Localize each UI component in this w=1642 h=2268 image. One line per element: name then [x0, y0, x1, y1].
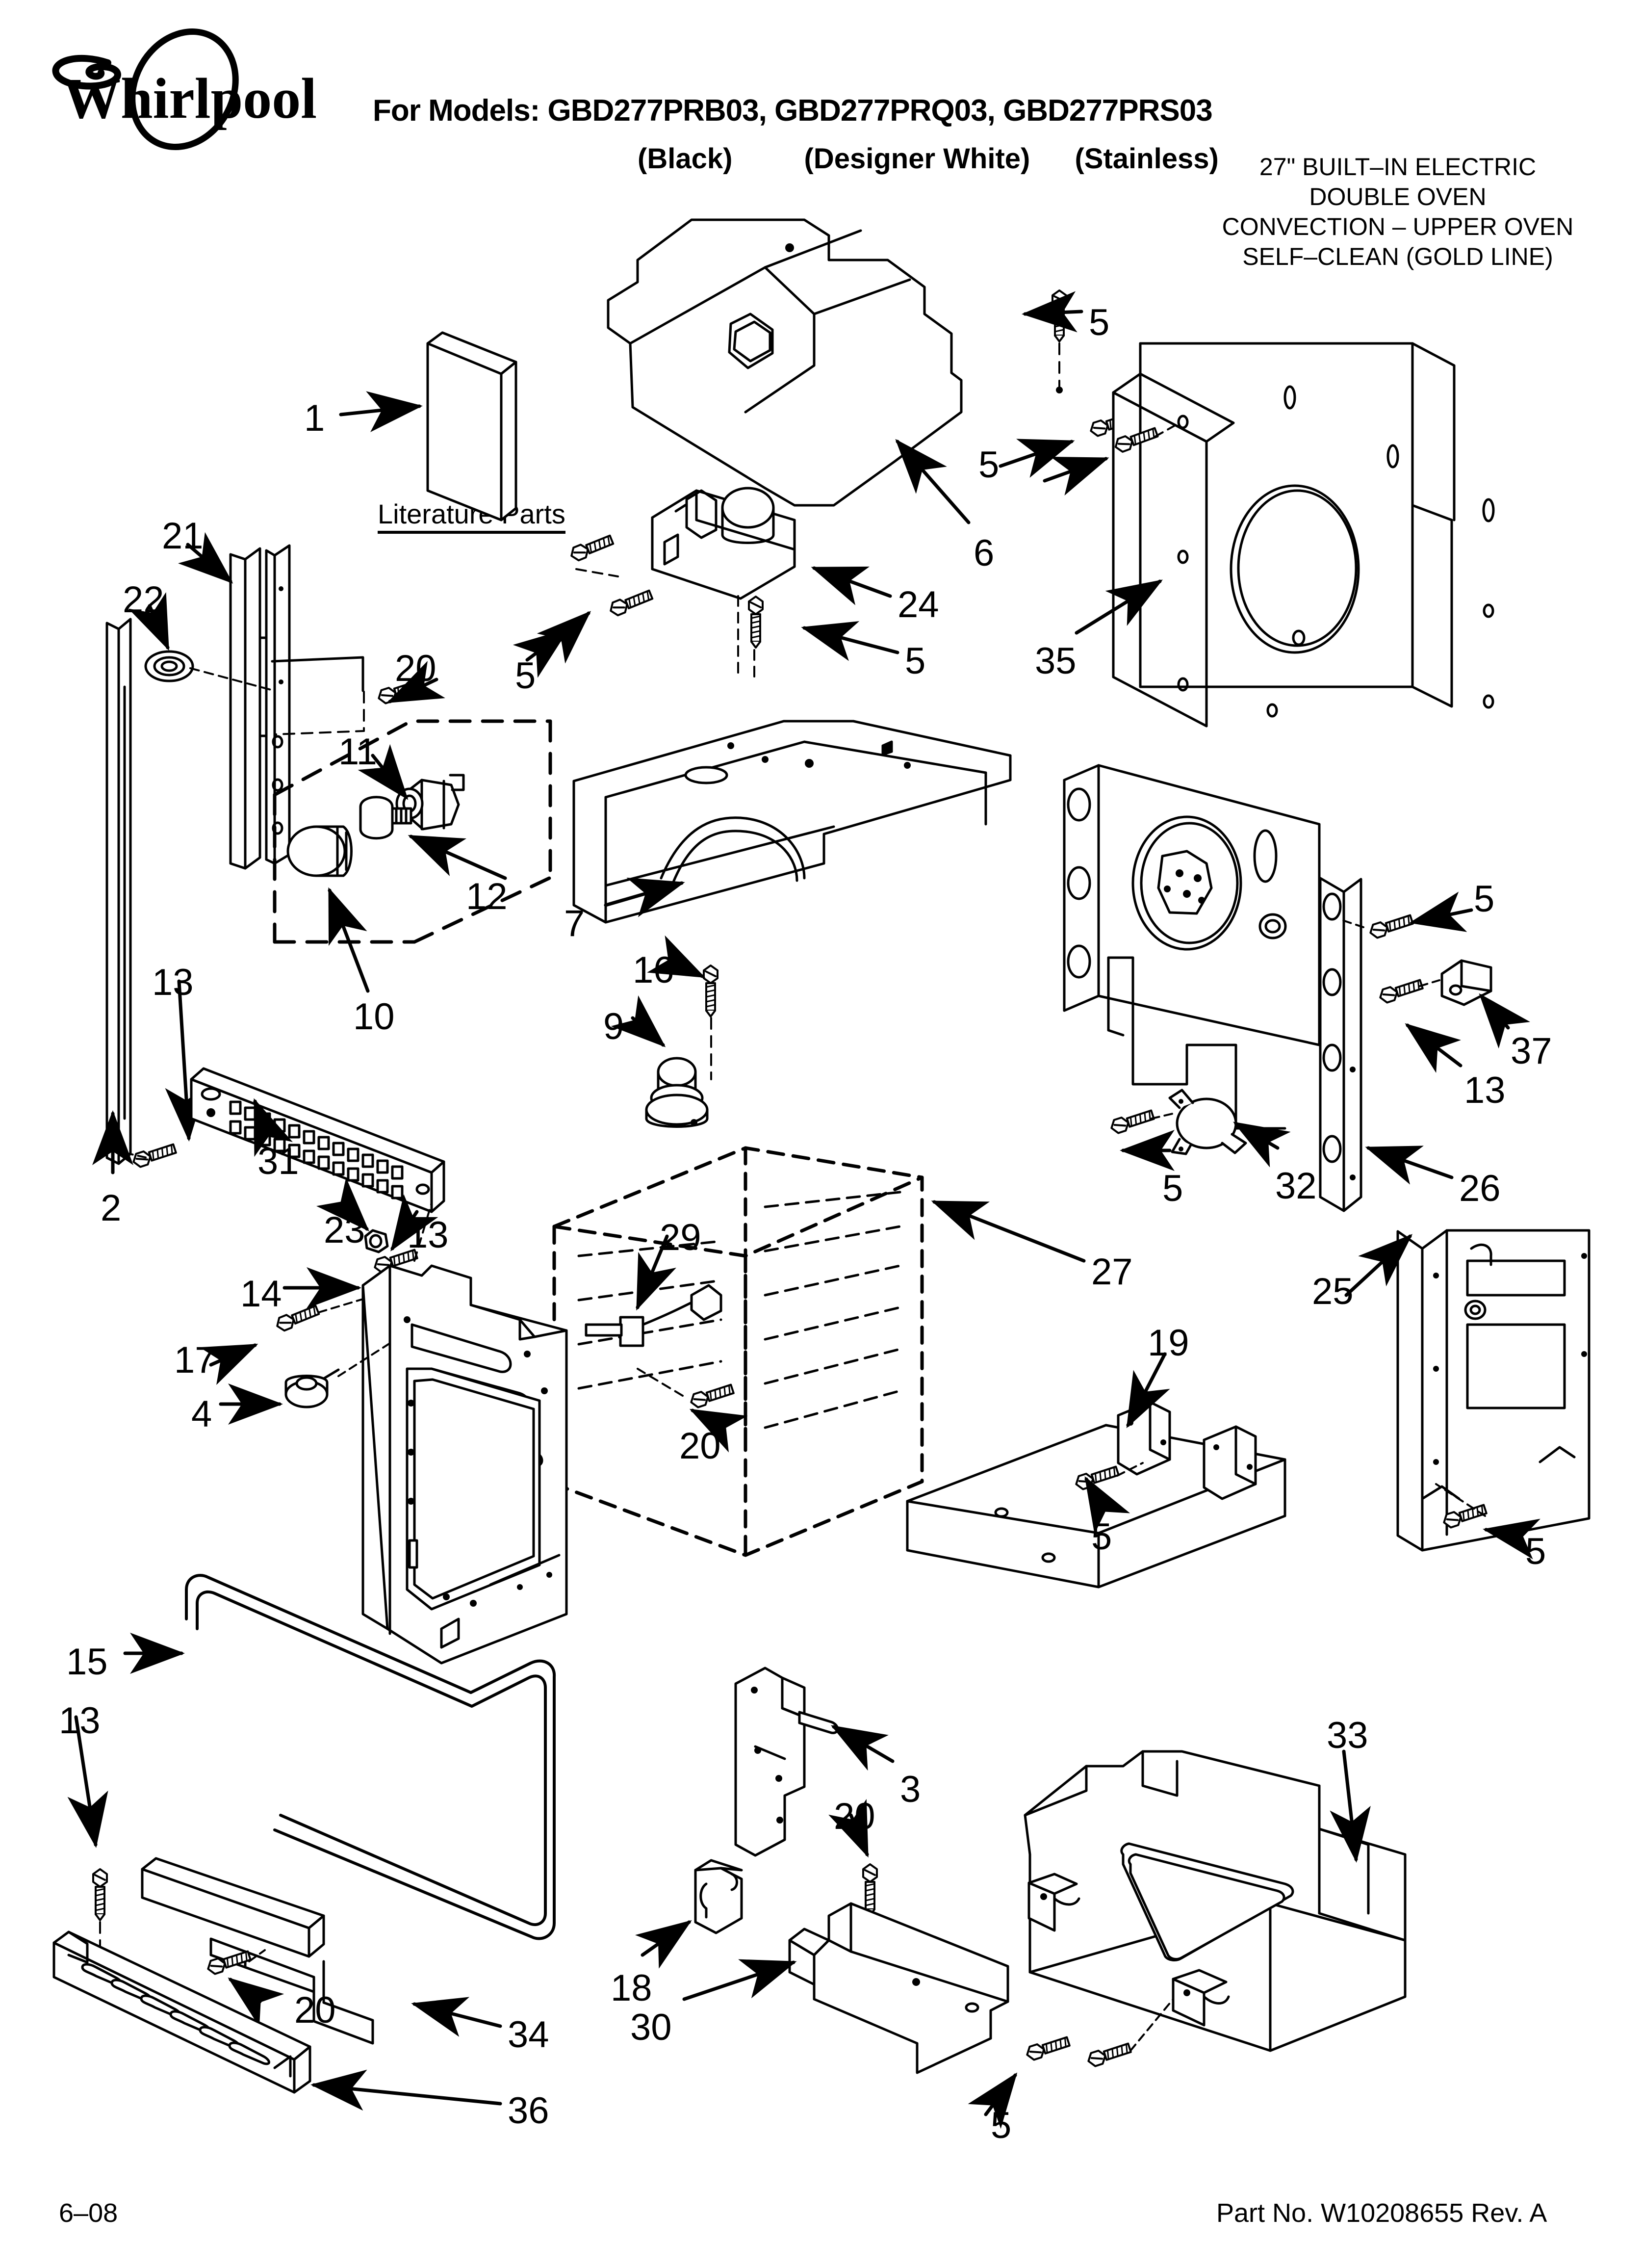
part-bumper [284, 1368, 340, 1408]
callout-number-23: 23 [324, 1209, 365, 1251]
part-oven-sensor [585, 1284, 722, 1347]
part-bracket-3 [734, 1667, 839, 1857]
whirlpool-logo: Whirlpool [34, 25, 348, 157]
callout-number-20: 20 [395, 648, 436, 689]
callout-number-6: 6 [974, 532, 995, 574]
title-line-2: DOUBLE OVEN [1309, 183, 1487, 210]
part-vent-trim [190, 1067, 445, 1213]
callout-number-27: 27 [1091, 1251, 1133, 1293]
callout-number-13: 13 [152, 962, 194, 1003]
part-door-gasket [185, 1574, 556, 1940]
part-left-rail [229, 544, 291, 870]
part-shelf-plate [906, 1401, 1286, 1589]
callout-number-12: 12 [466, 876, 508, 917]
callout-number-20: 20 [294, 1989, 336, 2031]
callout-number-5: 5 [1089, 302, 1110, 343]
callout-number-5: 5 [1525, 1531, 1546, 1572]
part-nut [364, 1229, 389, 1253]
callout-number-9: 9 [603, 1006, 624, 1047]
part-oven-liner [552, 1146, 924, 1557]
part-left-post [105, 618, 132, 1165]
part-lamp-lens [286, 825, 353, 877]
part-lower-trim-34 [141, 1857, 374, 2045]
part-door-panel [1396, 1229, 1591, 1552]
callout-number-14: 14 [240, 1273, 282, 1315]
color-white: (Designer White) [804, 143, 1030, 175]
color-variants: (Black) (Designer White) (Stainless) [373, 142, 1219, 175]
models-line: For Models: GBD277PRB03, GBD277PRQ03, GB… [373, 94, 1213, 128]
callout-number-35: 35 [1035, 640, 1077, 682]
callout-number-5: 5 [905, 640, 926, 682]
callout-number-11: 11 [338, 731, 377, 773]
callout-number-29: 29 [660, 1217, 701, 1258]
part-bottom-pan [1024, 1750, 1407, 2052]
color-stainless: (Stainless) [1075, 143, 1219, 175]
callout-number-4: 4 [191, 1393, 212, 1435]
callout-number-17: 17 [174, 1339, 216, 1381]
callout-number-34: 34 [508, 2014, 549, 2056]
callout-number-5: 5 [991, 2105, 1012, 2146]
part-fan-hub [645, 1057, 709, 1128]
callout-number-18: 18 [611, 1967, 652, 2009]
callout-number-7: 7 [564, 903, 585, 944]
footer-date-code: 6–08 [59, 2198, 118, 2228]
callout-number-5: 5 [1474, 878, 1495, 920]
part-terminal-block [1440, 959, 1492, 1006]
callout-number-5: 5 [515, 655, 536, 697]
part-right-bracket [1319, 877, 1362, 1212]
callout-number-10: 10 [353, 996, 395, 1038]
callout-number-24: 24 [898, 584, 939, 626]
product-title-block: 27" BUILT–IN ELECTRIC DOUBLE OVEN CONVEC… [1192, 152, 1604, 272]
footer-part-number: Part No. W10208655 Rev. A [1216, 2198, 1547, 2228]
callout-number-21: 21 [162, 515, 204, 557]
callout-number-13: 13 [1464, 1069, 1506, 1111]
callout-number-22: 22 [123, 579, 164, 621]
title-line-4: SELF–CLEAN (GOLD LINE) [1242, 243, 1553, 270]
callout-number-20: 20 [679, 1425, 721, 1467]
callout-number-1: 1 [304, 397, 325, 439]
part-thermostat [1168, 1089, 1247, 1155]
part-clip-18 [694, 1859, 743, 1934]
part-top-cover [607, 218, 963, 507]
part-door-frame [361, 1264, 568, 1665]
callout-number-5: 5 [978, 444, 1000, 486]
part-rear-panel [1112, 342, 1495, 728]
part-left-side-panel [1063, 764, 1321, 1130]
callout-number-16: 16 [633, 949, 674, 991]
part-control-module [651, 487, 796, 600]
svg-text:Whirlpool: Whirlpool [63, 66, 317, 130]
callout-number-31: 31 [257, 1141, 299, 1182]
color-black: (Black) [638, 143, 733, 175]
callout-number-15: 15 [66, 1641, 108, 1683]
callout-number-36: 36 [508, 2090, 549, 2132]
callout-number-2: 2 [101, 1187, 122, 1229]
part-rail-30 [788, 1902, 1009, 2074]
callout-number-33: 33 [1327, 1715, 1368, 1756]
part-lamp-bulb [359, 796, 412, 840]
callout-number-3: 3 [900, 1769, 921, 1810]
title-line-1: 27" BUILT–IN ELECTRIC [1259, 153, 1537, 181]
callout-number-13: 13 [59, 1700, 101, 1742]
part-kickplate-36 [52, 1930, 311, 2094]
callout-number-19: 19 [1148, 1322, 1189, 1364]
callout-number-30: 30 [630, 2007, 672, 2048]
callout-number-26: 26 [1459, 1168, 1501, 1209]
callout-number-5: 5 [1091, 1516, 1112, 1558]
callout-number-37: 37 [1511, 1030, 1552, 1072]
part-grommet [144, 650, 194, 682]
callout-number-20: 20 [834, 1796, 875, 1837]
part-literature [426, 331, 517, 521]
callout-number-5: 5 [1162, 1168, 1183, 1209]
part-oven-top-pan [572, 720, 1012, 924]
callout-number-25: 25 [1312, 1271, 1354, 1312]
title-line-3: CONVECTION – UPPER OVEN [1222, 213, 1574, 240]
callout-number-13: 13 [407, 1214, 449, 1256]
callout-number-32: 32 [1275, 1165, 1317, 1207]
